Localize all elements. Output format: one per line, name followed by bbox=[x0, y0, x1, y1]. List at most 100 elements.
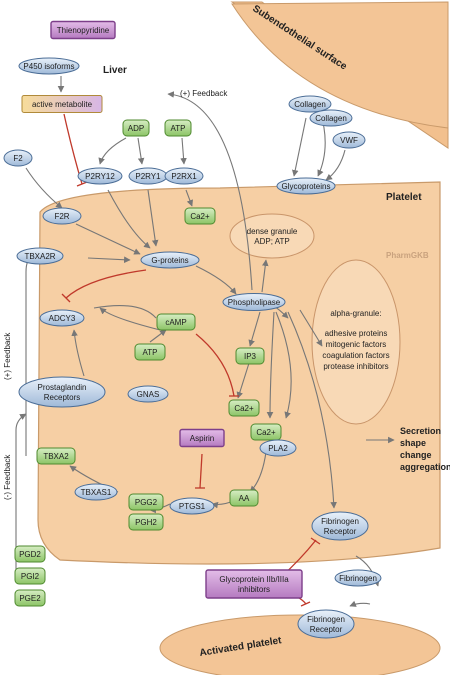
pgg2-node-shape bbox=[128, 493, 164, 511]
aa-node-label: AA bbox=[239, 494, 250, 503]
outcome-secretion: Secretion bbox=[400, 426, 441, 436]
adp-node: ADP bbox=[122, 119, 150, 137]
adp-node-label: ADP bbox=[128, 124, 144, 133]
p2rx1-node-shape bbox=[164, 167, 204, 185]
dense-granule bbox=[229, 213, 315, 259]
prostaglandin-receptors-node-shape bbox=[18, 376, 106, 408]
gnas-node-label: GNAS bbox=[137, 390, 160, 399]
active-metabolite-node-shape bbox=[21, 95, 103, 113]
collagen-1-node: Collagen bbox=[288, 95, 332, 113]
p2ry12-node-label: P2RY12 bbox=[85, 172, 115, 181]
tbxa2r-node: TBXA2R bbox=[16, 247, 64, 265]
aa-node-shape bbox=[229, 489, 259, 507]
platelet-label: Platelet bbox=[386, 192, 422, 203]
pla2-node-shape bbox=[259, 439, 297, 457]
thienopyridine-node-shape bbox=[50, 20, 116, 40]
p2ry1-node-label: P2RY1 bbox=[135, 172, 161, 181]
fibrinogen-node: Fibrinogen bbox=[334, 569, 382, 587]
activated-fibrinogen-receptor-node-label-2: Receptor bbox=[310, 625, 343, 634]
alpha-granule-title: alpha-granule: bbox=[330, 309, 381, 318]
ip3-node-label: IP3 bbox=[244, 352, 257, 361]
pge2-node-label: PGE2 bbox=[19, 594, 41, 603]
fibrinogen-node-shape bbox=[334, 569, 382, 587]
gnas-node-shape bbox=[127, 385, 169, 403]
ca-mid-node: Ca2+ bbox=[228, 399, 260, 417]
alpha-granule-item-4: protease inhibitors bbox=[323, 362, 388, 371]
ptgs1-node-shape bbox=[169, 497, 215, 515]
pgd2-node-shape bbox=[14, 545, 46, 563]
atp-to-camp bbox=[149, 329, 167, 343]
ptgs1-node-label: PTGS1 bbox=[179, 502, 206, 511]
vwf-node-label: VWF bbox=[340, 136, 358, 145]
aspirin-node-shape bbox=[179, 428, 225, 448]
ca-low-node-label: Ca2+ bbox=[256, 428, 276, 437]
fibrinogen-receptor-node-label-1: Fibrinogen bbox=[321, 517, 359, 526]
camp-node-shape bbox=[156, 313, 196, 331]
p450-node: P450 isoforms bbox=[18, 57, 80, 75]
outcome-aggregation: aggregation bbox=[400, 462, 450, 472]
pgd2-node: PGD2 bbox=[14, 545, 46, 563]
activated-fibrinogen-receptor-node-shape bbox=[297, 609, 355, 639]
pgh2-node-label: PGH2 bbox=[135, 518, 157, 527]
ca-mid-node-label: Ca2+ bbox=[234, 404, 254, 413]
atp-top-node-shape bbox=[164, 119, 192, 137]
active-metabolite-node-label: active metabolite bbox=[32, 100, 93, 109]
p450-node-label: P450 isoforms bbox=[23, 62, 74, 71]
pgh2-node: PGH2 bbox=[128, 513, 164, 531]
p2ry12-node: P2RY12 bbox=[77, 167, 123, 185]
subendothelial-surface-body bbox=[231, 1, 449, 129]
aspirin-node-label: Aspirin bbox=[190, 434, 214, 443]
tbxas1-node-label: TBXAS1 bbox=[81, 488, 112, 497]
dense-granule-label: dense granule bbox=[247, 227, 298, 236]
atp-mid-node-shape bbox=[134, 343, 166, 361]
prostaglandin-receptors-node-label-2: Receptors bbox=[44, 393, 80, 402]
thienopyridine-node-label: Thienopyridine bbox=[57, 26, 110, 35]
fibrinogen-receptor-node-shape bbox=[311, 511, 369, 541]
tbxas1-node: TBXAS1 bbox=[74, 483, 118, 501]
tbxa2-node: TBXA2 bbox=[36, 447, 76, 465]
alpha-granule-item-2: mitogenic factors bbox=[326, 340, 386, 349]
atp-top-node-label: ATP bbox=[171, 124, 186, 133]
ca-top-node: Ca2+ bbox=[184, 207, 216, 225]
f2r-node-label: F2R bbox=[54, 212, 69, 221]
alpha-granule bbox=[311, 259, 401, 425]
pgg2-node-label: PGG2 bbox=[135, 498, 158, 507]
gp-inhibitors-node-label-2: inhibitors bbox=[238, 585, 270, 594]
ca-low-node-shape bbox=[250, 423, 282, 441]
tbxa2-node-shape bbox=[36, 447, 76, 465]
collagen-2-node-shape bbox=[309, 109, 353, 127]
pgi2-node: PGI2 bbox=[14, 567, 46, 585]
adcy3-node-shape bbox=[39, 309, 85, 327]
p450-node-shape bbox=[18, 57, 80, 75]
atp-top-node: ATP bbox=[164, 119, 192, 137]
tbxa2r-node-shape bbox=[16, 247, 64, 265]
liver-label: Liver bbox=[103, 65, 127, 76]
phospholipase-node-label: Phospholipase bbox=[228, 298, 281, 307]
pgi2-node-shape bbox=[14, 567, 46, 585]
p2rx1-node-label: P2RX1 bbox=[171, 172, 197, 181]
ca-mid-node-shape bbox=[228, 399, 260, 417]
ptgs1-node: PTGS1 bbox=[169, 497, 215, 515]
pgg2-node: PGG2 bbox=[128, 493, 164, 511]
pharmgkb-watermark: PharmGKB bbox=[386, 251, 429, 260]
f2r-node-shape bbox=[42, 207, 82, 225]
f2-node: F2 bbox=[3, 149, 33, 167]
ca-low-node: Ca2+ bbox=[250, 423, 282, 441]
collagen-1-node-label: Collagen bbox=[294, 100, 326, 109]
feedback-top: (+) Feedback bbox=[180, 89, 228, 98]
collagen-1-node-shape bbox=[288, 95, 332, 113]
f2-node-label: F2 bbox=[13, 154, 23, 163]
pgd2-node-label: PGD2 bbox=[19, 550, 41, 559]
camp-loop bbox=[93, 305, 157, 319]
glycoproteins-node: Glycoproteins bbox=[276, 177, 336, 195]
collagen-2-node-label: Collagen bbox=[315, 114, 347, 123]
adcy3-node: ADCY3 bbox=[39, 309, 85, 327]
pgi2-node-label: PGI2 bbox=[21, 572, 40, 581]
aspirin-node: Aspirin bbox=[179, 428, 225, 448]
alpha-granule-item-3: coagulation factors bbox=[322, 351, 389, 360]
pgh2-node-shape bbox=[128, 513, 164, 531]
f2r-node: F2R bbox=[42, 207, 82, 225]
glycoproteins-node-label: Glycoproteins bbox=[282, 182, 331, 191]
